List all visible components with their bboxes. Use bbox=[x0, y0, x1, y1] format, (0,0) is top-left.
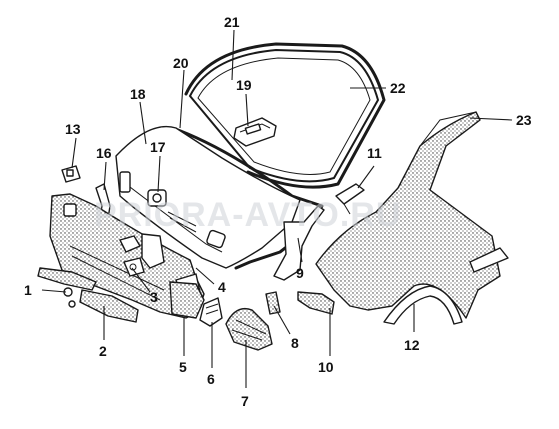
callout-18: 18 bbox=[130, 86, 146, 102]
wheel-arch-flare bbox=[383, 285, 463, 325]
arch-liner-segment bbox=[297, 291, 335, 315]
callout-16: 16 bbox=[96, 145, 112, 161]
rear-window-glass bbox=[188, 48, 380, 183]
callout-17: 17 bbox=[150, 139, 166, 155]
callout-3: 3 bbox=[150, 289, 158, 305]
rear-window-seal bbox=[184, 42, 386, 189]
lamp-bracket bbox=[199, 297, 223, 327]
callout-10: 10 bbox=[318, 359, 334, 375]
callout-labels: 1 2 3 4 5 6 7 8 9 10 11 12 13 16 17 18 1… bbox=[24, 14, 532, 409]
callout-20: 20 bbox=[173, 55, 189, 71]
callout-6: 6 bbox=[207, 371, 215, 387]
callout-11: 11 bbox=[367, 145, 382, 161]
callout-12: 12 bbox=[404, 337, 420, 353]
trunk-clip bbox=[61, 165, 81, 183]
callout-19: 19 bbox=[236, 77, 252, 93]
callout-21: 21 bbox=[224, 14, 240, 30]
fender-clip bbox=[265, 291, 281, 315]
callout-23: 23 bbox=[516, 112, 532, 128]
trunk-lock bbox=[147, 189, 167, 207]
high-mount-stop-lamp bbox=[233, 117, 277, 147]
lower-reinforcement bbox=[79, 289, 139, 323]
trunk-lid bbox=[115, 125, 301, 269]
watermark-text: PRIORA-AVTO.RU bbox=[94, 196, 401, 234]
callout-5: 5 bbox=[179, 359, 187, 375]
callout-2: 2 bbox=[99, 343, 107, 359]
callout-22: 22 bbox=[390, 80, 406, 96]
callout-8: 8 bbox=[291, 335, 299, 351]
leader-lines bbox=[41, 29, 513, 388]
callout-4: 4 bbox=[218, 279, 226, 295]
callout-9: 9 bbox=[296, 265, 304, 281]
rear-quarter-panel bbox=[315, 111, 509, 319]
callout-13: 13 bbox=[65, 121, 81, 137]
tail-lamp bbox=[225, 307, 273, 351]
upper-bracket bbox=[335, 183, 365, 215]
side-bracket bbox=[169, 281, 205, 319]
callout-7: 7 bbox=[241, 393, 249, 409]
callout-1: 1 bbox=[24, 282, 32, 298]
